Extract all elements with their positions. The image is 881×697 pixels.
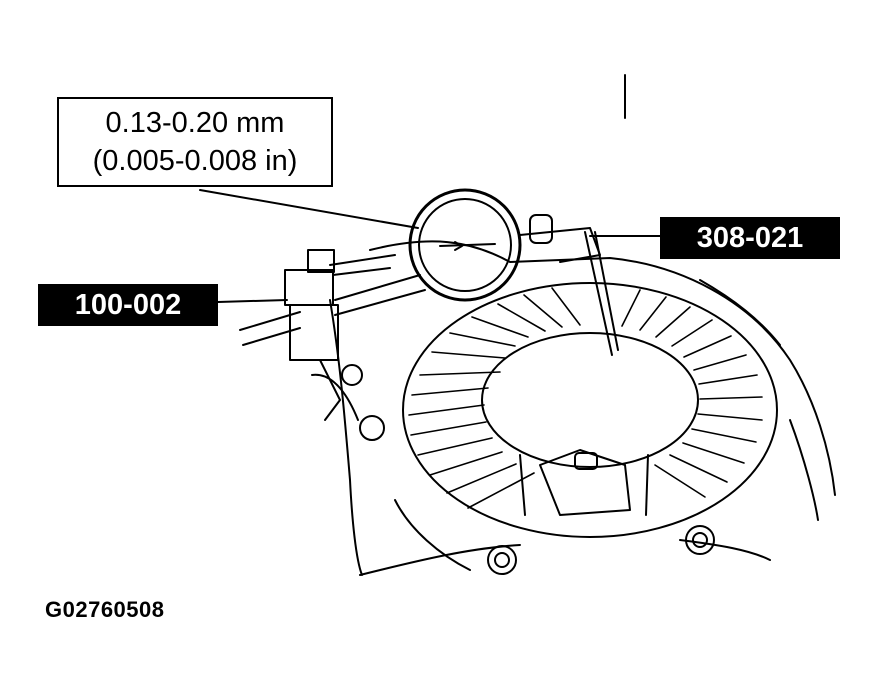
holding-fixture-icon [239,249,426,421]
spec-metric: 0.13-0.20 mm [105,107,285,139]
ring-gear [402,282,778,538]
differential-case [519,449,649,516]
housing-bolts [341,364,715,575]
dial-indicator-icon [408,188,619,356]
backlash-spec-box: 0.13-0.20 mm (0.005-0.008 in) [57,97,333,187]
tool-100-002-label: 100-002 [38,284,218,326]
ring-gear-teeth [408,287,763,509]
tool-100-leader-line [217,299,288,303]
spec-imperial: (0.005-0.008 in) [92,145,298,177]
differential-housing [311,240,836,576]
tool-308-021-label: 308-021 [660,217,840,259]
spec-leader-line [199,189,419,229]
figure-id: G02760508 [45,597,165,622]
